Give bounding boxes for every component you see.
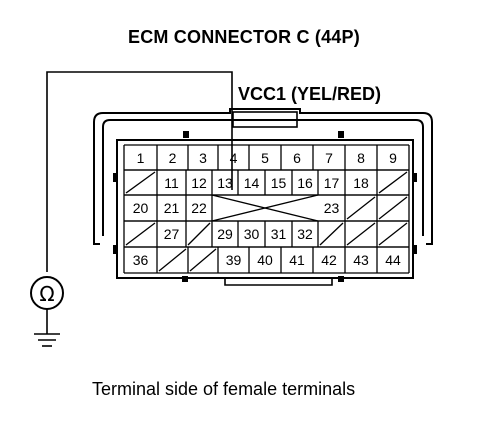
empty-cavity-slash [346, 222, 376, 246]
terminal-9: 9 [389, 150, 397, 166]
empty-cavity-slash [125, 171, 156, 194]
terminal-8: 8 [357, 150, 365, 166]
blocked-cavity-cross [211, 194, 319, 222]
wire-label: VCC1 (YEL/RED) [238, 84, 382, 104]
ground-symbol-icon [34, 309, 60, 347]
connector-housing [93, 108, 433, 286]
terminal-42: 42 [321, 252, 337, 268]
terminal-30: 30 [244, 226, 260, 242]
terminal-17: 17 [324, 175, 340, 191]
empty-cavity-slash [378, 222, 408, 246]
terminal-40: 40 [257, 252, 273, 268]
terminal-13: 13 [217, 175, 233, 191]
connector-title: ECM CONNECTOR C (44P) [128, 27, 360, 47]
terminal-31: 31 [271, 226, 287, 242]
terminal-18: 18 [353, 175, 369, 191]
terminal-41: 41 [289, 252, 305, 268]
terminal-23: 23 [324, 200, 340, 216]
terminal-3: 3 [199, 150, 207, 166]
terminal-39: 39 [226, 252, 242, 268]
terminal-7: 7 [325, 150, 333, 166]
terminal-29: 29 [217, 226, 233, 242]
empty-cavity-slash [378, 196, 408, 220]
terminal-4: 4 [230, 150, 238, 166]
terminal-5: 5 [261, 150, 269, 166]
terminal-22: 22 [191, 200, 207, 216]
probe-wire [46, 71, 233, 272]
terminal-32: 32 [297, 226, 313, 242]
empty-cavity-slash [187, 222, 211, 246]
ohm-symbol: Ω [39, 282, 54, 306]
empty-cavity-slash [346, 196, 376, 220]
terminal-36: 36 [133, 252, 149, 268]
terminal-16: 16 [297, 175, 313, 191]
terminal-44: 44 [385, 252, 401, 268]
terminal-14: 14 [244, 175, 260, 191]
empty-cavity-slash [125, 222, 156, 246]
ohmmeter-icon: Ω [30, 276, 64, 310]
diagram-caption: Terminal side of female terminals [92, 379, 356, 399]
terminal-1: 1 [137, 150, 145, 166]
empty-cavity-slash [189, 248, 217, 272]
empty-cavity-slash [319, 222, 344, 246]
housing-keys [113, 131, 417, 282]
terminal-11: 11 [164, 175, 179, 191]
terminal-15: 15 [271, 175, 287, 191]
terminal-27: 27 [164, 226, 180, 242]
terminal-2: 2 [169, 150, 177, 166]
empty-cavity-slash [378, 171, 408, 194]
terminal-6: 6 [293, 150, 301, 166]
terminal-21: 21 [164, 200, 180, 216]
terminal-12: 12 [191, 175, 207, 191]
terminal-grid [123, 144, 410, 274]
terminal-20: 20 [133, 200, 149, 216]
terminal-43: 43 [353, 252, 369, 268]
empty-cavity-slash [158, 248, 187, 272]
